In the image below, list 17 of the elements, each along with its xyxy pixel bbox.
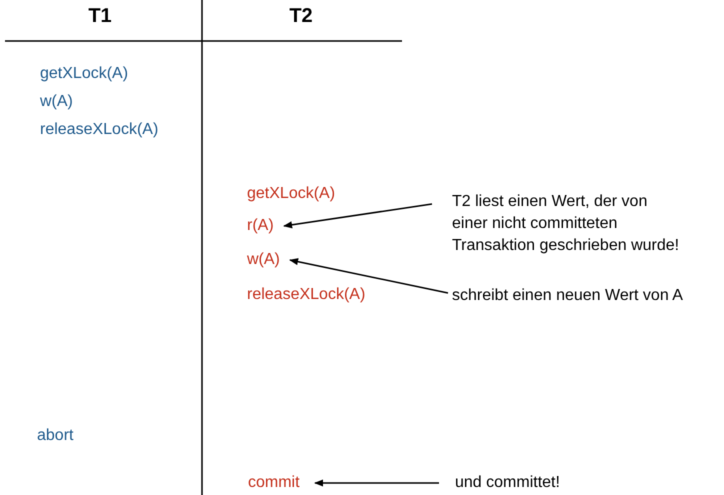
operation-text: w(A) [247, 250, 280, 270]
operation-text: releaseXLock(A) [40, 120, 158, 140]
annotation-text: T2 liest einen Wert, der von einer nicht committeten Transaktion geschrieben wurde! [452, 191, 684, 257]
operation-text: commit [248, 473, 300, 493]
annotation-text: schreibt einen neuen Wert von A [452, 286, 683, 306]
operation-text: abort [37, 426, 74, 446]
operation-text: w(A) [40, 92, 73, 112]
operation-text: getXLock(A) [247, 184, 336, 204]
operation-text: getXLock(A) [40, 64, 128, 84]
arrow [283, 203, 432, 228]
arrow [314, 479, 439, 487]
column-header: T2 [289, 6, 313, 26]
column-header: T1 [88, 6, 112, 26]
arrow [289, 258, 448, 294]
annotation-text: und committet! [455, 473, 560, 493]
operation-text: releaseXLock(A) [247, 285, 366, 305]
operation-text: r(A) [247, 216, 274, 236]
